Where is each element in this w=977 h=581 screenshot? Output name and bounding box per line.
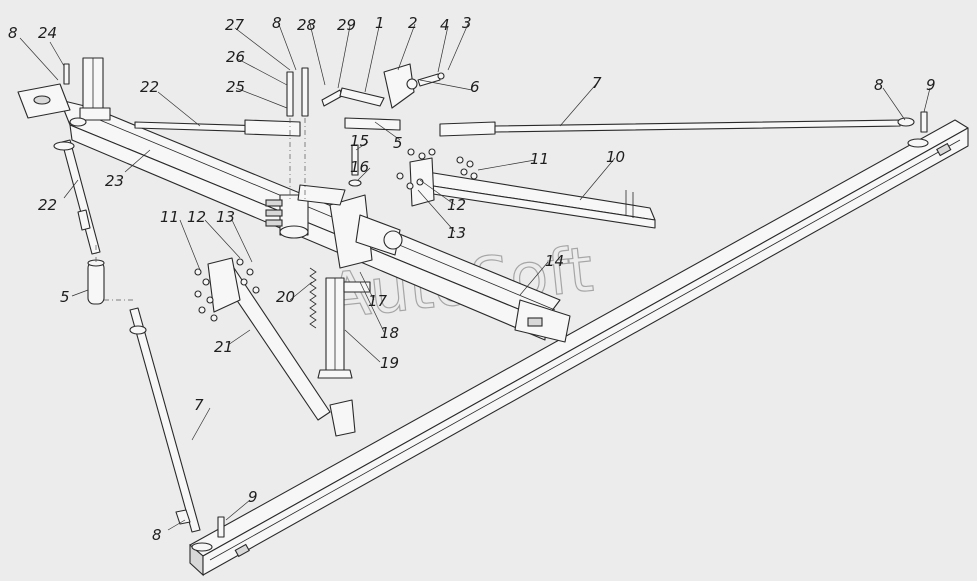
callout-12: 12 (187, 208, 206, 226)
callout-8: 8 (8, 24, 18, 42)
callout-22: 22 (38, 196, 57, 214)
callout-6: 6 (470, 78, 480, 96)
callout-13: 13 (447, 224, 466, 242)
callout-18: 18 (380, 324, 399, 342)
callout-1: 1 (375, 14, 385, 32)
callout-28: 28 (297, 16, 316, 34)
callout-4: 4 (440, 16, 450, 34)
callout-8: 8 (272, 14, 282, 32)
callout-5: 5 (393, 134, 403, 152)
leader-lines (19, 21, 931, 531)
tie-rod-7-right (439, 117, 915, 137)
callout-9: 9 (248, 488, 258, 506)
callout-19: 19 (380, 354, 399, 372)
spring-20 (309, 267, 317, 329)
callout-7: 7 (194, 396, 204, 414)
callout-11: 11 (530, 150, 549, 168)
callout-26: 26 (226, 48, 245, 66)
callout-8: 8 (874, 76, 884, 94)
callout-22: 22 (140, 78, 159, 96)
callout-29: 29 (337, 16, 356, 34)
callout-27: 27 (225, 16, 245, 34)
callout-14: 14 (545, 252, 564, 270)
callout-17: 17 (368, 292, 388, 310)
callout-12: 12 (447, 196, 466, 214)
pivot-bracket (265, 184, 403, 269)
fasteners (63, 63, 928, 538)
callout-10: 10 (606, 148, 625, 166)
callout-24: 24 (38, 24, 57, 42)
callout-9: 9 (926, 76, 936, 94)
tie-rod-7-left (129, 307, 201, 533)
callout-labels: 8 24 22 23 22 5 27 8 26 25 28 29 1 2 4 3… (8, 14, 936, 544)
callout-21: 21 (214, 338, 233, 356)
callout-25: 25 (226, 78, 245, 96)
stand-19 (317, 277, 371, 379)
callout-3: 3 (462, 14, 472, 32)
callout-8: 8 (152, 526, 162, 544)
callout-5: 5 (60, 288, 70, 306)
callout-15: 15 (350, 132, 369, 150)
sleeve-5 (87, 117, 401, 305)
main-beam-14 (189, 119, 969, 577)
crossbar-10 (409, 157, 656, 229)
callout-7: 7 (592, 74, 602, 92)
center-lines (95, 118, 306, 301)
callout-13: 13 (216, 208, 235, 226)
left-brace-21 (207, 257, 356, 437)
callout-23: 23 (105, 172, 124, 190)
callout-2: 2 (408, 14, 418, 32)
callout-20: 20 (276, 288, 295, 306)
callout-16: 16 (350, 158, 369, 176)
tie-rod-22 (53, 119, 301, 255)
callout-11: 11 (160, 208, 179, 226)
